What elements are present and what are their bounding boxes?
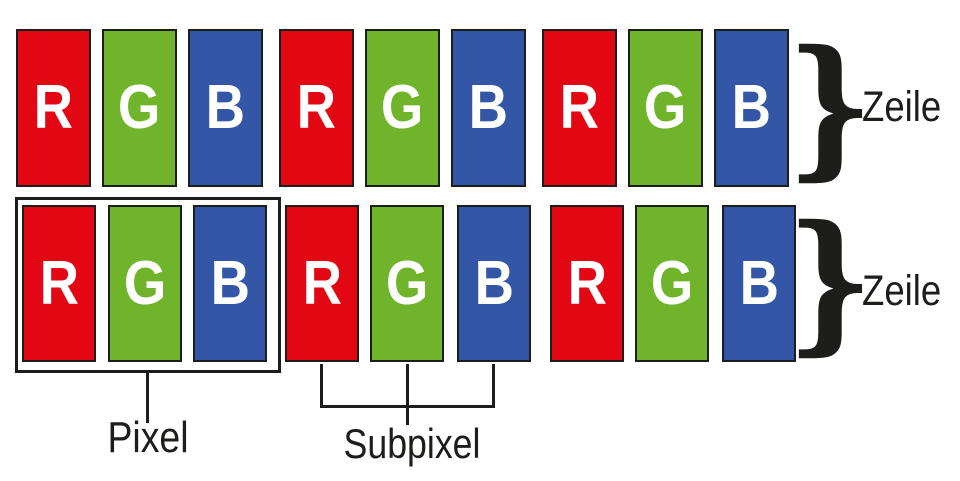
subpixel-cell-green: G (628, 29, 703, 187)
subpixel-cell-blue: B (188, 29, 263, 187)
subpixel-letter: R (296, 73, 337, 142)
pixel-group-outline (15, 197, 281, 373)
subpixel-letter: B (468, 73, 509, 142)
subpixel-cell-green: G (635, 205, 709, 362)
subpixel-letter: R (302, 248, 342, 318)
subpixel-letter: R (33, 73, 74, 142)
subpixel-letter: G (385, 248, 429, 318)
subpixel-letter: B (210, 248, 250, 318)
subpixel-connector-right (492, 364, 495, 408)
subpixel-connector-middle (406, 364, 409, 425)
subpixel-cell-green: G (108, 205, 182, 362)
row-label-top: Zeile (862, 83, 942, 131)
subpixel-connector-left (320, 364, 323, 408)
subpixel-letter: G (381, 73, 424, 142)
subpixel-letter: B (205, 73, 246, 142)
pixel-label: Pixel (107, 413, 189, 462)
subpixel-cell-red: R (22, 205, 96, 362)
subpixel-cell-blue: B (722, 205, 796, 362)
curly-brace-icon: } (787, 202, 874, 360)
subpixel-cell-red: R (550, 205, 624, 362)
subpixel-cell-blue: B (193, 205, 267, 362)
curly-brace-icon: } (787, 27, 874, 185)
subpixel-cell-blue: B (451, 29, 526, 187)
subpixel-cell-red: R (542, 29, 617, 187)
subpixel-letter: B (739, 248, 779, 318)
subpixel-cell-red: R (279, 29, 354, 187)
subpixel-connector-bar (320, 405, 495, 408)
subpixel-letter: R (559, 73, 600, 142)
subpixel-letter: R (567, 248, 607, 318)
subpixel-label: Subpixel (343, 420, 481, 467)
subpixel-cell-green: G (102, 29, 177, 187)
subpixel-letter: R (39, 248, 79, 318)
subpixel-cell-blue: B (714, 29, 789, 187)
subpixel-letter: G (650, 248, 694, 318)
subpixel-letter: B (731, 73, 772, 142)
subpixel-cell-green: G (365, 29, 440, 187)
subpixel-cell-blue: B (457, 205, 531, 362)
subpixel-letter: G (118, 73, 161, 142)
subpixel-letter: B (474, 248, 514, 318)
curly-brace-glyph: } (786, 191, 874, 370)
subpixel-cell-red: R (16, 29, 91, 187)
subpixel-letter: G (123, 248, 167, 318)
subpixel-letter: G (644, 73, 687, 142)
row-label-bottom: Zeile (862, 267, 942, 315)
pixel-connector-line (146, 372, 149, 423)
subpixel-cell-green: G (370, 205, 444, 362)
subpixel-cell-red: R (285, 205, 359, 362)
curly-brace-glyph: } (786, 16, 874, 195)
